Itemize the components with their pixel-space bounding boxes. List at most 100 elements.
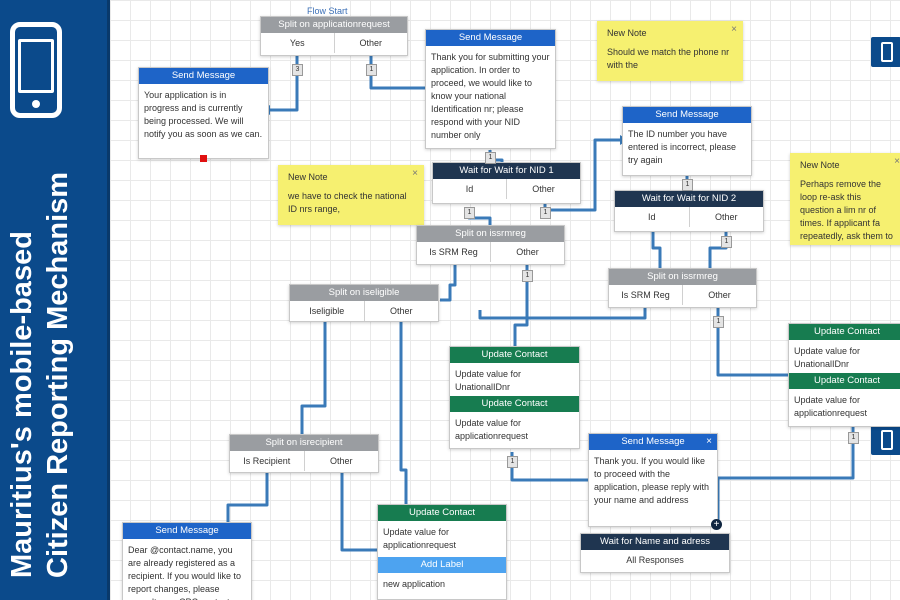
case-id[interactable]: Id [465,184,474,194]
wire [510,452,588,482]
node-header-bar: Send Message × [589,434,717,450]
note-text: Should we match the phone nr with the [607,47,730,70]
wait-name-address-node[interactable]: Wait for Name and adress All Responses [580,533,730,573]
message-text: Dear @contact.name, you are already regi… [128,545,242,600]
case-other[interactable]: Other [682,285,756,305]
case-is-recipient[interactable]: Is Recipient [243,456,291,466]
flow-canvas[interactable]: Flow Start Split on applicationrequest Y… [110,0,900,600]
exit-count-badge: 1 [485,152,496,164]
action-text: Update value for UnationalIDnr [794,346,861,369]
node-header: Send Message [139,68,268,84]
message-text: The ID number you have entered is incorr… [628,129,737,165]
split-isrecipient-node[interactable]: Split on isrecipient Is Recipient Other [229,434,379,473]
node-header: Update Contact [450,396,579,412]
message-text: Your application is in progress and is c… [144,90,263,139]
exit-count-badge: 1 [848,432,859,444]
node-header: Wait for Wait for NID 2 [615,191,763,207]
exit-count-badge: 1 [682,179,693,191]
node-header: Send Message [621,436,685,447]
exit-count-badge: 1 [366,64,377,76]
exit-count-badge: 1 [540,207,551,219]
wait-nid2-node[interactable]: Wait for Wait for NID 2 Id Other [614,190,764,232]
note-match-phone[interactable]: × New Note Should we match the phone nr … [597,21,743,81]
send-message-registered-node[interactable]: Send Message Dear @contact.name, you are… [122,522,252,600]
case-iseligible[interactable]: Iseligible [309,306,345,316]
close-icon[interactable]: × [731,24,737,35]
phone-icon [871,425,900,455]
case-other[interactable]: Other [333,33,408,53]
error-marker [200,155,207,162]
note-check-range[interactable]: × New Note we have to check the national… [278,165,424,225]
exit-count-badge: 1 [507,456,518,468]
case-is-srm-reg[interactable]: Is SRM Reg [429,247,478,257]
note-title: New Note [607,28,647,38]
flow-start-label: Flow Start [307,6,348,16]
case-is-srm-reg[interactable]: Is SRM Reg [621,290,670,300]
phone-icon [871,37,900,67]
note-title: New Note [800,160,840,170]
wait-nid1-node[interactable]: Wait for Wait for NID 1 Id Other [432,162,581,204]
wire [716,307,788,377]
node-header: Split on iseligible [290,285,438,301]
wire [513,262,529,347]
node-header: Update Contact [789,373,900,389]
node-header: Send Message [123,523,251,539]
sidebar-title-line2: Citizen Reporting Mechanism [42,171,74,578]
node-header: Wait for Name and adress [581,534,729,550]
case-all-responses[interactable]: All Responses [626,555,684,565]
add-label-header: Add Label [378,557,506,573]
exit-count-badge: 3 [292,64,303,76]
close-icon[interactable]: × [894,156,900,167]
note-text: we have to check the national ID nrs ran… [288,191,407,214]
close-icon[interactable]: × [412,168,418,179]
action-text: Update value for applicationrequest [455,418,529,441]
wire [478,307,647,320]
send-message-incorrect-node[interactable]: Send Message The ID number you have ente… [622,106,752,176]
sidebar: Mauritius's mobile-based Citizen Reporti… [0,0,110,600]
exit-count-badge: 1 [721,236,732,248]
wire [399,320,408,504]
case-yes[interactable]: Yes [289,38,305,48]
split-issrmreg-node-2[interactable]: Split on issrmreg Is SRM Reg Other [608,268,757,308]
update-contact-node-bottom[interactable]: Update Contact Update value for applicat… [377,504,507,600]
exit-count-badge: 1 [522,270,533,282]
add-action-icon[interactable]: + [711,519,722,530]
update-contact-node-middle[interactable]: Update Contact Update value for Unationa… [449,346,580,449]
exit-count-badge: 1 [713,316,724,328]
wire [300,320,327,434]
message-text: Thank you. If you would like to proceed … [594,456,710,505]
split-applicationrequest-node[interactable]: Split on applicationrequest Yes Other [260,16,408,56]
split-iseligible-node[interactable]: Split on iseligible Iseligible Other [289,284,439,322]
wire [716,427,855,528]
case-other[interactable]: Other [490,242,564,262]
note-title: New Note [288,172,328,182]
node-header: Update Contact [789,324,900,340]
node-header: Split on applicationrequest [261,17,407,33]
node-header: Update Contact [378,505,506,521]
case-other[interactable]: Other [303,451,379,471]
wire [369,56,425,90]
close-icon[interactable]: × [706,436,712,447]
node-header: Send Message [623,107,751,123]
mobile-phone-icon [10,22,62,118]
send-message-name-address-node[interactable]: Send Message × Thank you. If you would l… [588,433,718,527]
send-message-in-progress-node[interactable]: Send Message Your application is in prog… [138,67,269,159]
note-remove-loop[interactable]: × New Note Perhaps remove the loop re-as… [790,153,900,245]
action-text: Update value for UnationalIDnr [455,369,522,392]
split-issrmreg-node-1[interactable]: Split on issrmreg Is SRM Reg Other [416,225,565,265]
action-text: Update value for applicationrequest [794,395,868,418]
case-other[interactable]: Other [688,207,764,227]
send-message-ask-nid-node[interactable]: Send Message Thank you for submitting yo… [425,29,556,149]
label-text: new application [383,579,446,589]
case-other[interactable]: Other [363,301,439,321]
wire [440,262,457,302]
case-id[interactable]: Id [647,212,656,222]
wire [226,472,269,522]
message-text: Thank you for submitting your applicatio… [431,52,550,140]
node-header: Split on issrmreg [609,269,756,285]
case-other[interactable]: Other [506,179,580,199]
update-contact-node-right[interactable]: Update Contact Update value for Unationa… [788,323,900,427]
note-text: Perhaps remove the loop re-ask this ques… [800,179,893,245]
node-header: Update Contact [450,347,579,363]
node-header: Split on issrmreg [417,226,564,242]
